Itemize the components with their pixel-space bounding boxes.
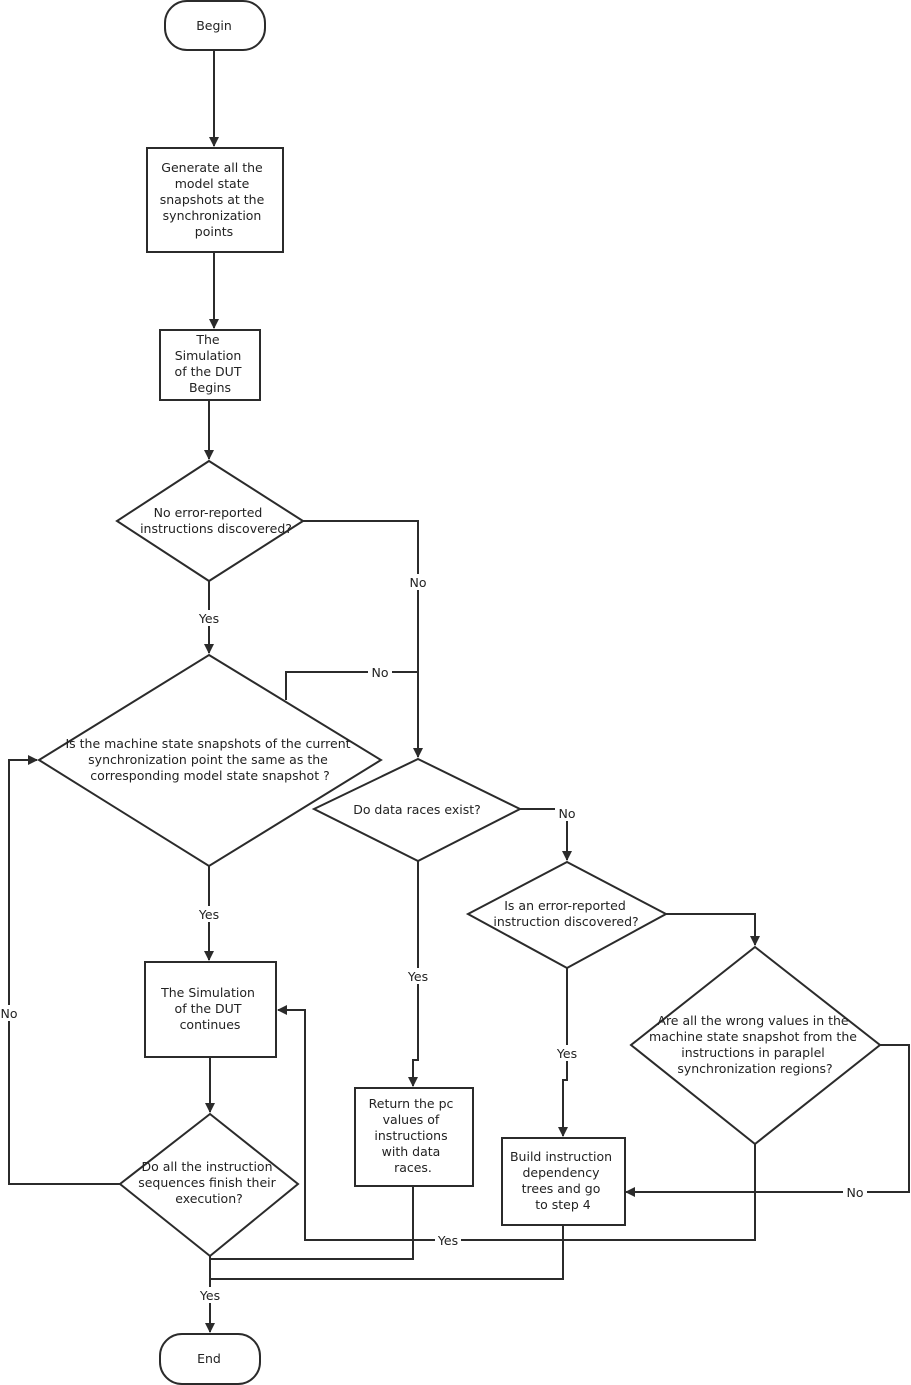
- node-build-trees: Build instruction dependency trees and g…: [501, 1137, 626, 1226]
- node-error-discovered-decision: Is an error-reported instruction discove…: [465, 860, 669, 970]
- edge-wrong-yes: [277, 1005, 756, 1241]
- edge-races-yes: [408, 861, 419, 1087]
- edge-label-races-no: No: [555, 805, 579, 821]
- node-simulation-continues: The Simulation of the DUT continues: [144, 961, 277, 1058]
- label-yes: Yes: [198, 611, 219, 626]
- label-no: No: [372, 665, 389, 680]
- edge-same-no: [285, 671, 418, 700]
- label-yes: Yes: [556, 1046, 577, 1061]
- edge-error-yes: [558, 968, 568, 1137]
- label-yes: Yes: [199, 1288, 220, 1303]
- node-generate-snapshots: Generate all the model state snapshots a…: [146, 147, 284, 253]
- edge-label-no-error-yes: Yes: [196, 610, 222, 626]
- sim-begins-text: The Simulation of the DUT Begins: [175, 332, 246, 395]
- generate-text: Generate all the model state snapshots a…: [160, 160, 269, 239]
- decision-same-snapshot: [37, 653, 383, 868]
- edge-label-no-error-no: No: [406, 574, 430, 590]
- label-no: No: [1, 1006, 18, 1021]
- sim-continues-text: The Simulation of the DUT continues: [160, 985, 259, 1032]
- edge-label-same-no: No: [368, 664, 392, 680]
- decision-data-races: [311, 757, 523, 863]
- node-begin: Begin: [164, 0, 266, 51]
- process-sim-begins: [159, 329, 261, 401]
- end-text: End: [197, 1351, 221, 1366]
- label-yes: Yes: [198, 907, 219, 922]
- label-no: No: [410, 575, 427, 590]
- process-build-trees: [501, 1137, 626, 1226]
- decision-no-error: [115, 459, 305, 583]
- decision-all-finish: [118, 1112, 300, 1258]
- label-no: No: [847, 1185, 864, 1200]
- edge-label-same-yes: Yes: [196, 906, 222, 922]
- node-return-pc: Return the pc values of instructions wit…: [354, 1087, 474, 1187]
- all-finish-text: Do all the instruction sequences finish …: [138, 1159, 280, 1206]
- label-no: No: [559, 806, 576, 821]
- node-simulation-begins: The Simulation of the DUT Begins: [159, 329, 261, 401]
- edge-finish-no: [8, 755, 120, 1185]
- edge-label-finish-yes: Yes: [197, 1287, 223, 1303]
- wrong-values-text: Are all the wrong values in the machine …: [649, 1013, 861, 1076]
- edge-labels: No Yes No Yes No Yes Yes No: [0, 574, 867, 1303]
- no-error-text: No error-reported instructions discovere…: [140, 505, 292, 536]
- edge-label-wrong-no: No: [843, 1184, 867, 1200]
- edge-label-finish-no: No: [0, 1005, 20, 1021]
- begin-text: Begin: [196, 18, 232, 33]
- node-wrong-values-decision: Are all the wrong values in the machine …: [629, 945, 882, 1146]
- terminator-end: [159, 1333, 261, 1385]
- edge-error-no: [666, 913, 760, 946]
- decision-error-discovered: [465, 860, 669, 970]
- process-generate: [146, 147, 284, 253]
- label-yes: Yes: [437, 1233, 458, 1248]
- decision-wrong-values: [629, 945, 882, 1146]
- edge-buildtrees-to-end: [210, 1225, 564, 1280]
- terminator-begin: [164, 0, 266, 51]
- edge-label-error-yes: Yes: [554, 1045, 580, 1061]
- process-sim-continues: [144, 961, 277, 1058]
- edge-label-races-yes: Yes: [405, 968, 431, 984]
- build-trees-text: Build instruction dependency trees and g…: [510, 1149, 616, 1212]
- return-pc-text: Return the pc values of instructions wit…: [369, 1096, 458, 1175]
- node-all-finish-decision: Do all the instruction sequences finish …: [118, 1112, 300, 1258]
- node-same-snapshot-decision: Is the machine state snapshots of the cu…: [37, 653, 383, 868]
- label-yes: Yes: [407, 969, 428, 984]
- node-end: End: [159, 1333, 261, 1385]
- data-races-text: Do data races exist?: [353, 802, 481, 817]
- node-no-error-decision: No error-reported instructions discovere…: [115, 459, 305, 583]
- connectors: [8, 50, 910, 1333]
- same-snapshot-text: Is the machine state snapshots of the cu…: [65, 736, 354, 783]
- edge-wrong-no: [625, 1044, 910, 1197]
- edge-returnpc-to-end: [210, 1186, 414, 1260]
- process-return-pc: [354, 1087, 474, 1187]
- node-data-races-decision: Do data races exist?: [311, 757, 523, 863]
- edge-noerror-no: [303, 520, 423, 758]
- error-discovered-text: Is an error-reported instruction discove…: [493, 898, 638, 929]
- edge-label-wrong-yes: Yes: [435, 1232, 461, 1248]
